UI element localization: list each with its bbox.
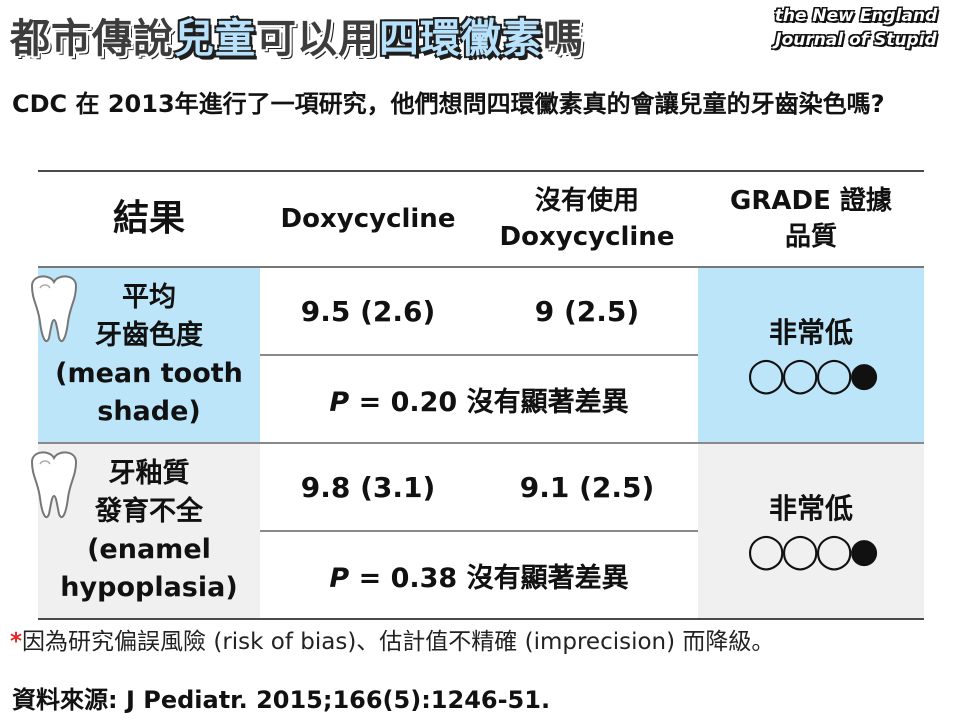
outcome2-line3: (enamel (87, 534, 211, 565)
source-citation: 資料來源: J Pediatr. 2015;166(5):1246-51. (12, 686, 551, 714)
outcome2-line4: hypoplasia) (60, 572, 238, 603)
outcome-mean-tooth-shade: 平均 牙齒色度 (mean tooth shade) (30, 267, 260, 443)
row1-p-value: P = 0.20 沒有顯著差異 (260, 355, 698, 443)
table-row: P = 0.20 沒有顯著差異 (38, 355, 924, 443)
outcome1-line3: (mean tooth (55, 358, 243, 389)
outcome-enamel-hypoplasia: 牙釉質 發育不全 (enamel hypoplasia) (30, 443, 260, 619)
outcome2-line1: 牙釉質 (108, 458, 190, 489)
row1-no-doxy-value: 9 (2.5) (476, 267, 698, 356)
header-grade: GRADE 證據 品質 (698, 171, 924, 267)
tooth-icon (30, 275, 78, 343)
row2-doxy-value: 9.8 (3.1) (260, 443, 476, 532)
header-no-doxycycline: 沒有使用 Doxycycline (476, 171, 698, 267)
row1-grade-cell: 非常低 ◯◯◯● (698, 267, 924, 443)
outcome2-line2: 發育不全 (95, 496, 203, 527)
tooth-icon (30, 451, 78, 519)
row1-grade-circles: ◯◯◯● (747, 355, 879, 395)
row2-p-label: P (329, 562, 350, 594)
row2-p-value: P = 0.38 沒有顯著差異 (260, 531, 698, 619)
header-result: 結果 (112, 198, 185, 239)
header-no-doxy-line2: Doxycycline (499, 222, 675, 252)
row2-p-text: = 0.38 沒有顯著差異 (349, 562, 629, 594)
footnote-asterisk: * (10, 629, 23, 655)
outcome1-line2: 牙齒色度 (95, 320, 203, 351)
table-row: 平均 牙齒色度 (mean tooth shade) 9.5 (2.6) 9 (… (30, 267, 924, 443)
page-title: 都市傳說兒童可以用四環黴素嗎 (10, 6, 584, 64)
outcome1-line1: 平均 (122, 282, 176, 313)
table-row: 牙釉質 發育不全 (enamel hypoplasia) 9.8 (3.1) 9… (30, 443, 924, 619)
journal-logo: the New England Journal of Stupid (758, 4, 954, 52)
header-doxycycline: Doxycycline (280, 204, 456, 234)
row2-no-doxy-value: 9.1 (2.5) (476, 443, 698, 532)
results-table: 結果 Doxycycline 沒有使用 Doxycycline GRADE 證據… (30, 170, 924, 620)
title-highlight-children: 兒童 (174, 16, 256, 62)
footnote-text: 因為研究偏誤風險 (risk of bias)、估計值不精確 (imprecis… (22, 629, 775, 655)
title-part5: 嗎 (543, 16, 584, 62)
table-row: P = 0.38 沒有顯著差異 (38, 531, 924, 619)
title-part1: 都市傳說 (10, 16, 174, 62)
row2-grade-cell: 非常低 ◯◯◯● (698, 443, 924, 619)
row1-grade-label: 非常低 (768, 316, 853, 349)
header-no-doxy-line1: 沒有使用 (534, 186, 639, 216)
header-grade-line1: GRADE 證據 (730, 186, 892, 216)
study-question: CDC 在 2013年進行了一項研究，他們想問四環黴素真的會讓兒童的牙齒染色嗎? (12, 90, 885, 118)
logo-line2: Journal of Stupid (775, 30, 937, 50)
header-grade-line2: 品質 (784, 222, 837, 252)
outcome1-line4: shade) (97, 396, 201, 427)
row1-doxy-value: 9.5 (2.6) (260, 267, 476, 356)
title-part3: 可以用 (256, 16, 379, 62)
row2-grade-label: 非常低 (768, 492, 853, 525)
row1-p-label: P (329, 386, 350, 418)
footnote: *因為研究偏誤風險 (risk of bias)、估計值不精確 (impreci… (10, 622, 774, 656)
logo-line1: the New England (774, 6, 938, 26)
title-highlight-tetracycline: 四環黴素 (379, 16, 543, 62)
row1-p-text: = 0.20 沒有顯著差異 (349, 386, 629, 418)
row2-grade-circles: ◯◯◯● (747, 531, 879, 571)
table-header-row: 結果 Doxycycline 沒有使用 Doxycycline GRADE 證據… (38, 171, 924, 267)
